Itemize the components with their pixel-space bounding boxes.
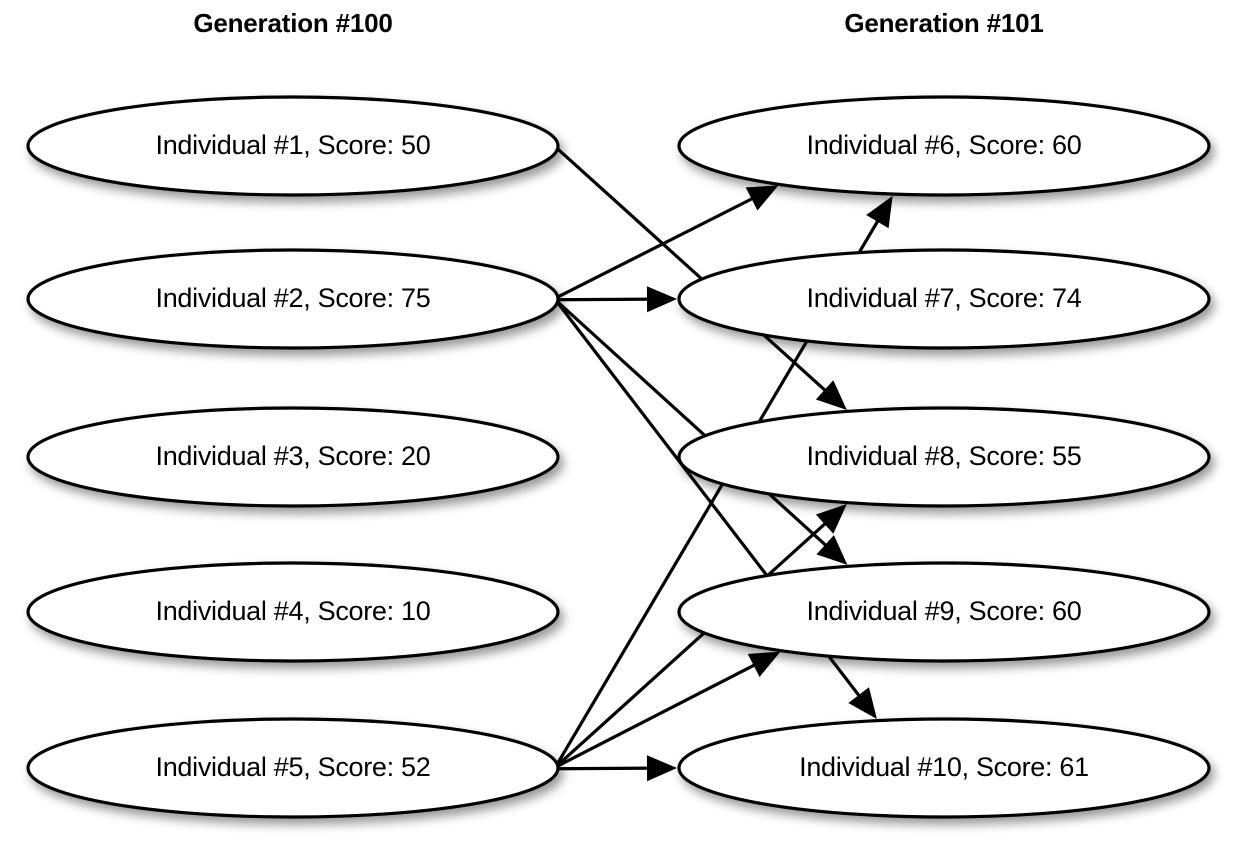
- edge-line: [554, 661, 760, 769]
- arrow-head-icon: [646, 286, 677, 313]
- node-ellipse: [26, 717, 560, 819]
- edge-n5-to-n8[interactable]: [554, 504, 847, 769]
- edge-line: [554, 145, 831, 396]
- arrow-head-icon: [848, 687, 877, 719]
- arrow-head-icon: [747, 651, 781, 677]
- node-label: Individual #1, Score: 50: [156, 130, 431, 160]
- node-ellipse: [677, 717, 1211, 819]
- edge-n2-to-n9[interactable]: [554, 298, 848, 565]
- node-ellipse: [26, 95, 560, 197]
- arrow-head-icon: [745, 185, 779, 211]
- node-ellipse: [677, 406, 1211, 508]
- arrow-head-icon: [646, 755, 677, 782]
- node-label: Individual #8, Score: 55: [807, 441, 1082, 471]
- node-label: Individual #9, Score: 60: [807, 596, 1082, 626]
- node-ellipse: [677, 561, 1211, 663]
- edge-line: [554, 518, 831, 769]
- node-n9[interactable]: Individual #9, Score: 60: [677, 561, 1211, 663]
- arrow-head-icon: [816, 535, 848, 565]
- node-n10[interactable]: Individual #10, Score: 61: [677, 717, 1211, 819]
- node-label: Individual #3, Score: 20: [156, 441, 431, 471]
- edge-line: [555, 766, 654, 771]
- nodes-layer: Individual #1, Score: 50 Individual #2, S…: [26, 95, 1211, 819]
- arrow-head-icon: [815, 504, 847, 534]
- edge-n5-to-n9[interactable]: [554, 651, 781, 769]
- column-title-generation-101: Generation #101: [844, 8, 1044, 38]
- edge-line: [555, 297, 654, 302]
- node-n7[interactable]: Individual #7, Score: 74: [677, 248, 1211, 350]
- node-label: Individual #5, Score: 52: [156, 752, 431, 782]
- node-n6[interactable]: Individual #6, Score: 60: [677, 95, 1211, 197]
- edge-n5-to-n10[interactable]: [555, 755, 677, 782]
- edge-n2-to-n7[interactable]: [555, 286, 677, 313]
- node-label: Individual #4, Score: 10: [156, 596, 431, 626]
- node-n4[interactable]: Individual #4, Score: 10: [26, 561, 560, 663]
- node-label: Individual #10, Score: 61: [799, 752, 1089, 782]
- node-ellipse: [26, 248, 560, 350]
- node-label: Individual #6, Score: 60: [807, 130, 1082, 160]
- node-ellipse: [677, 248, 1211, 350]
- node-ellipse: [26, 561, 560, 663]
- node-n3[interactable]: Individual #3, Score: 20: [26, 406, 560, 508]
- node-n1[interactable]: Individual #1, Score: 50: [26, 95, 560, 197]
- column-title-generation-100: Generation #100: [193, 8, 393, 38]
- node-ellipse: [677, 95, 1211, 197]
- edge-n2-to-n6[interactable]: [554, 185, 779, 300]
- node-n5[interactable]: Individual #5, Score: 52: [26, 717, 560, 819]
- edge-line: [554, 298, 831, 550]
- arrow-head-icon: [815, 380, 847, 410]
- node-n8[interactable]: Individual #8, Score: 55: [677, 406, 1211, 508]
- node-label: Individual #2, Score: 75: [156, 283, 431, 313]
- edge-line: [554, 194, 758, 300]
- node-n2[interactable]: Individual #2, Score: 75: [26, 248, 560, 350]
- edge-n1-to-n8[interactable]: [554, 145, 847, 410]
- node-label: Individual #7, Score: 74: [807, 283, 1082, 313]
- arrow-head-icon: [866, 195, 893, 229]
- node-ellipse: [26, 406, 560, 508]
